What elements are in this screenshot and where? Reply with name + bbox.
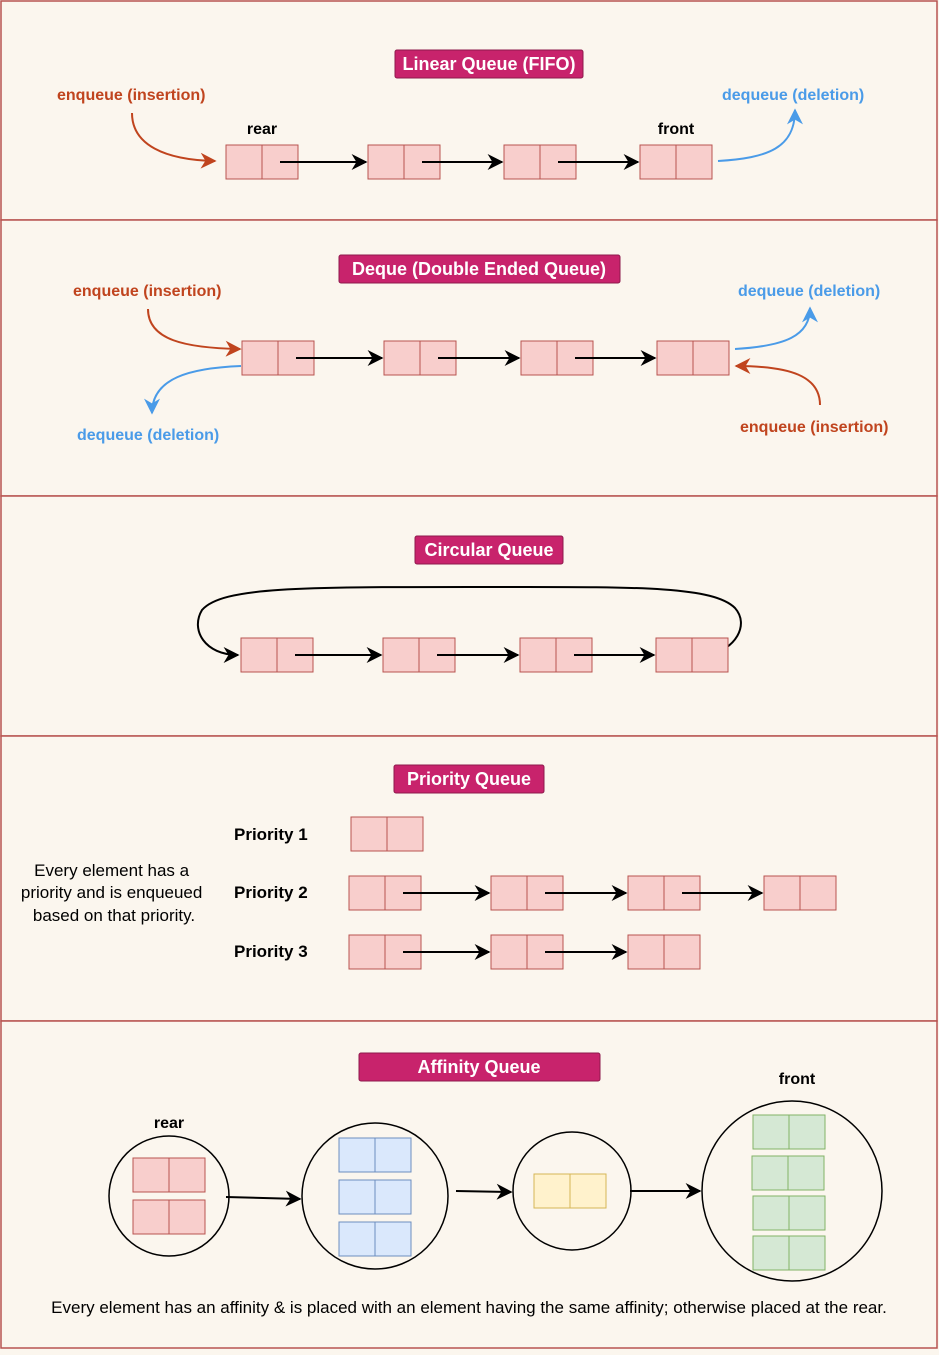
linear-rear-label: rear xyxy=(247,121,277,138)
priority-description: Every element has a priority and is enqu… xyxy=(21,861,207,925)
affinity-rear-label: rear xyxy=(154,1115,184,1132)
affinity-green-node-1 xyxy=(752,1114,826,1150)
deque-dequeue-right-arrow xyxy=(734,306,818,350)
affinity-description: Every element has an affinity & is place… xyxy=(51,1298,887,1317)
priority-description-line-3: based on that priority. xyxy=(33,906,195,925)
deque-dequeue-left-label: dequeue (deletion) xyxy=(77,427,219,444)
circular-node-4 xyxy=(655,637,729,673)
priority-3-node-3 xyxy=(627,934,701,970)
circular-queue-title-text: Circular Queue xyxy=(424,540,553,560)
affinity-pink-node-2 xyxy=(132,1199,206,1235)
affinity-arrow-2 xyxy=(455,1183,513,1200)
linear-dequeue-arrow xyxy=(717,108,803,162)
affinity-green-node-3 xyxy=(752,1195,826,1231)
deque-title-text: Deque (Double Ended Queue) xyxy=(352,259,606,279)
priority-3-label: Priority 3 xyxy=(234,942,308,961)
priority-description-line-1: Every element has a xyxy=(34,861,190,880)
circular-queue-panel xyxy=(0,495,938,737)
circular-queue-nodes xyxy=(240,637,729,673)
deque-dequeue-left-arrow xyxy=(144,365,242,415)
priority-1-node-1 xyxy=(350,816,424,852)
affinity-arrow-1 xyxy=(225,1190,302,1207)
circular-queue-title: Circular Queue xyxy=(414,535,564,565)
priority-queue-nodes xyxy=(348,816,837,970)
linear-dequeue-label: dequeue (deletion) xyxy=(722,87,864,104)
linear-enqueue-arrow xyxy=(131,112,217,169)
priority-2-node-4 xyxy=(763,875,837,911)
deque-enqueue-right-label: enqueue (insertion) xyxy=(740,419,888,436)
linear-enqueue-label: enqueue (insertion) xyxy=(57,87,205,104)
linear-queue-panel xyxy=(0,0,938,221)
deque-dequeue-right-label: dequeue (deletion) xyxy=(738,283,880,300)
affinity-queue-title-text: Affinity Queue xyxy=(417,1057,540,1077)
affinity-blue-node-1 xyxy=(338,1137,412,1173)
linear-node-4 xyxy=(639,144,713,180)
affinity-pink-node-1 xyxy=(132,1157,206,1193)
affinity-blue-node-2 xyxy=(338,1179,412,1215)
deque-node-4 xyxy=(656,340,730,376)
affinity-yellow-node-1 xyxy=(533,1173,607,1209)
affinity-green-node-2 xyxy=(751,1155,825,1191)
linear-front-label: front xyxy=(658,121,695,138)
deque-nodes xyxy=(241,340,730,376)
priority-2-label: Priority 2 xyxy=(234,883,308,902)
affinity-front-label: front xyxy=(779,1071,816,1088)
deque-enqueue-left-label: enqueue (insertion) xyxy=(73,283,221,300)
deque-enqueue-right-arrow xyxy=(734,358,821,406)
affinity-queue-title: Affinity Queue xyxy=(358,1052,601,1082)
priority-1-label: Priority 1 xyxy=(234,825,308,844)
affinity-queue-nodes xyxy=(132,1114,826,1271)
circular-node-2 xyxy=(382,637,456,673)
affinity-blue-node-3 xyxy=(338,1221,412,1257)
affinity-green-node-4 xyxy=(752,1235,826,1271)
affinity-group-blue xyxy=(301,1122,449,1270)
priority-queue-title: Priority Queue xyxy=(393,764,545,794)
deque-title: Deque (Double Ended Queue) xyxy=(338,254,621,284)
linear-queue-title: Linear Queue (FIFO) xyxy=(394,49,584,79)
circular-wrap-arrow xyxy=(196,585,742,663)
priority-description-line-2: priority and is enqueued xyxy=(21,883,202,902)
priority-queue-title-text: Priority Queue xyxy=(407,769,531,789)
affinity-group-front xyxy=(701,1100,883,1282)
affinity-group-rear xyxy=(108,1135,230,1257)
linear-queue-nodes xyxy=(225,144,713,180)
linear-queue-title-text: Linear Queue (FIFO) xyxy=(402,54,575,74)
deque-enqueue-left-arrow xyxy=(147,308,242,357)
